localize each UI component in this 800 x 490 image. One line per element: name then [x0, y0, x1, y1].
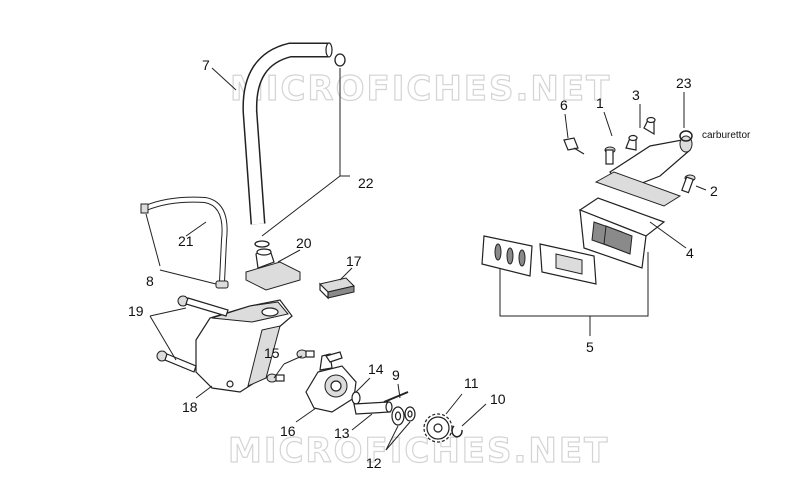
label-part-17: 17 — [346, 253, 362, 269]
label-part-6: 6 — [560, 97, 568, 113]
label-part-23: 23 — [676, 75, 692, 91]
part-13-shaft — [353, 401, 393, 415]
screw-part-19-upper — [177, 295, 229, 317]
screw-part-15-b — [266, 373, 285, 383]
part-11-gear — [423, 413, 453, 443]
label-part-13: 13 — [334, 425, 350, 441]
label-part-11: 11 — [464, 375, 479, 391]
label-part-15: 15 — [264, 345, 280, 361]
carburettor-note: carburettor — [702, 130, 751, 141]
watermark-top: MICROFICHES.NET — [230, 69, 611, 109]
label-part-10: 10 — [490, 391, 506, 407]
label-part-21: 21 — [178, 233, 194, 249]
gasket-upper — [594, 171, 682, 207]
hose-clip-lower — [254, 240, 270, 248]
part-18-cover — [195, 299, 293, 393]
label-part-5: 5 — [586, 339, 594, 355]
label-part-12: 12 — [366, 455, 382, 471]
screw-part-15-a — [296, 349, 315, 359]
hose-part-7 — [242, 42, 333, 225]
label-part-22: 22 — [358, 175, 374, 191]
part-17-block — [319, 277, 355, 300]
part-12-washer-a — [391, 406, 405, 426]
part-6-clip — [563, 137, 585, 155]
label-part-7: 7 — [202, 57, 210, 73]
hose-clip-upper — [334, 53, 346, 67]
part-10-circlip — [451, 425, 463, 438]
watermark-bottom: MICROFICHES.NET — [228, 431, 609, 471]
part-5-reed-petals — [481, 235, 533, 277]
part-23-clamp — [679, 130, 693, 142]
part-5-reed-plate — [539, 243, 597, 285]
label-part-3: 3 — [632, 87, 640, 103]
label-part-18: 18 — [182, 399, 198, 415]
leader-lines — [145, 67, 707, 451]
label-part-8: 8 — [146, 273, 154, 289]
screw-part-1 — [604, 146, 616, 165]
part-16-pump — [305, 351, 357, 413]
label-part-1: 1 — [596, 95, 604, 111]
label-part-19: 19 — [128, 303, 144, 319]
label-part-14: 14 — [368, 361, 384, 377]
part-9-pin — [383, 391, 409, 403]
screw-part-19-lower — [156, 350, 197, 373]
part-12-washer-b — [404, 406, 416, 422]
label-part-2: 2 — [710, 183, 718, 199]
label-part-16: 16 — [280, 423, 296, 439]
part-4-reed-block — [578, 197, 666, 269]
hose-part-21 — [140, 196, 229, 289]
label-part-20: 20 — [296, 235, 312, 251]
part-20-cap — [245, 248, 301, 291]
screw-part-2 — [681, 174, 696, 194]
label-part-4: 4 — [686, 245, 694, 261]
label-part-9: 9 — [392, 367, 400, 383]
part-14-ring — [351, 391, 361, 405]
